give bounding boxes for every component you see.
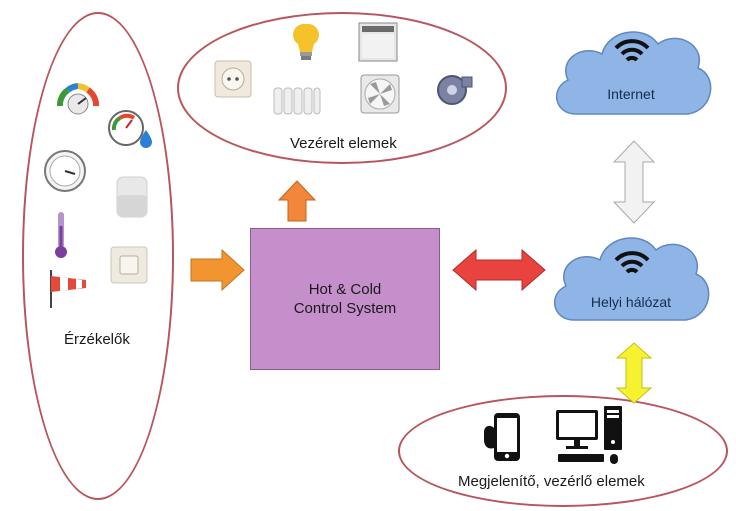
sensor-input-arrow [190,248,245,292]
control-system-box: Hot & Cold Control System [250,228,440,370]
smartphone-icon [484,413,520,461]
internet-link-arrow [612,140,656,224]
sensors-label: Érzékelők [64,331,130,348]
fan-icon [360,74,400,114]
wifi-icon [614,251,650,274]
controlled-elements-label: Vezérelt elemek [290,135,397,152]
sensors-group [22,12,174,500]
radiator-icon [273,87,321,115]
thermometer-icon [55,212,67,258]
desktop-computer-icon [556,406,622,464]
wall-socket-icon [214,60,252,98]
window-blind-icon [358,22,398,62]
jar-sensor-icon [116,176,148,218]
light-bulb-icon [293,23,319,60]
internet-label: Internet [607,86,655,102]
local-network-cloud [553,237,710,321]
humidity-meter-icon [108,110,152,148]
windsock-icon [50,270,86,308]
network-link-arrow [452,248,546,292]
control-system-title-line2: Control System [293,300,397,317]
blower-icon [437,75,473,105]
control-output-arrow [277,180,317,222]
control-system-title-line1: Hot & Cold [308,281,382,298]
wall-switch-icon [110,246,148,284]
local-network-label: Helyi hálózat [590,294,672,310]
display-link-arrow [615,342,653,404]
pressure-gauge-icon [44,150,86,192]
wifi-icon [614,39,650,62]
gauge-dial-icon [57,83,99,115]
internet-cloud [555,31,712,115]
display-control-label: Megjelenítő, vezérlő elemek [458,473,645,490]
